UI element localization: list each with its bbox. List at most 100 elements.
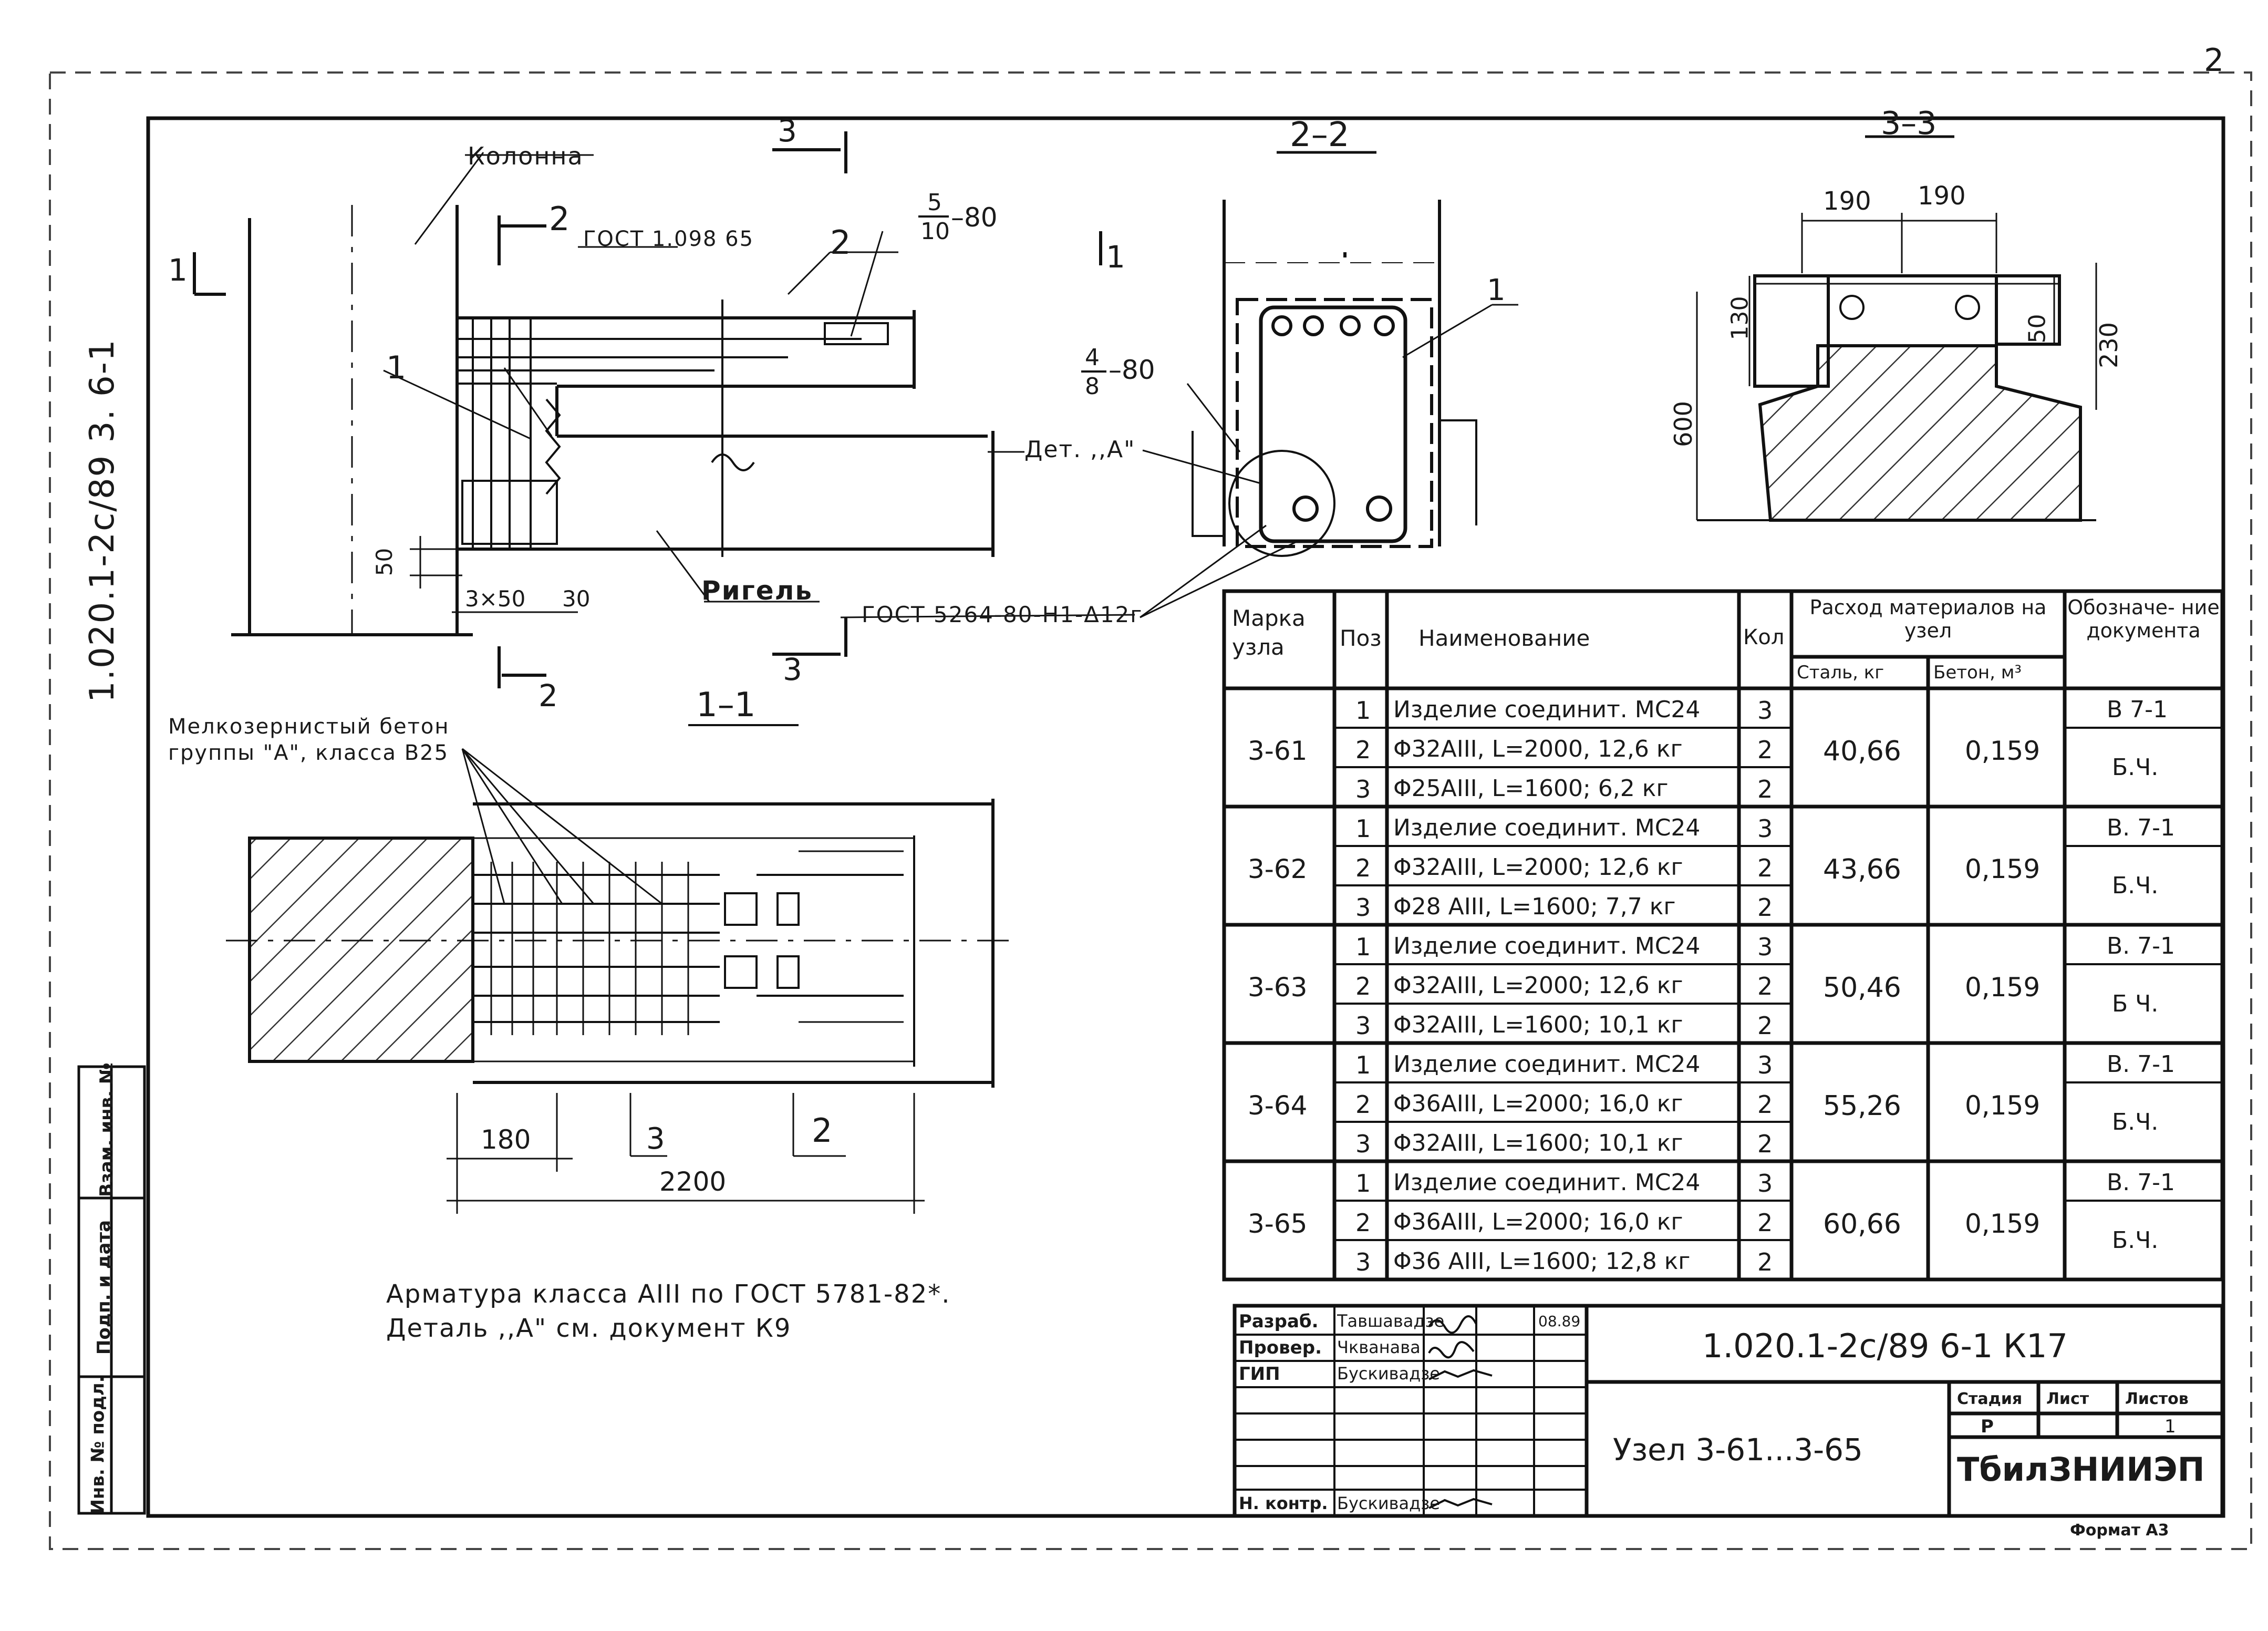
position-mark-3-plan: 3: [646, 1122, 665, 1156]
dim-600: 600: [1669, 401, 1697, 447]
tb-name-4: Бускивадзе: [1337, 1493, 1440, 1513]
row-kol: 3: [1757, 933, 1773, 961]
note-line-1: Арматура класса АIII по ГОСТ 5781-82*.: [386, 1279, 951, 1309]
row-poz: 3: [1355, 893, 1371, 922]
row-kol: 2: [1757, 1130, 1773, 1158]
row-beton: 0,159: [1965, 972, 2041, 1003]
tb-name-1: Тавшавадзе: [1337, 1311, 1445, 1331]
row-naim: Изделие соединит. МС24: [1393, 933, 1701, 959]
row-stal: 40,66: [1823, 736, 1901, 767]
th-stal: Сталь, кг: [1797, 662, 1884, 683]
row-poz: 1: [1355, 1051, 1371, 1079]
format-label: Формат А3: [2070, 1521, 2169, 1540]
label-kolonna: Колонна: [468, 142, 584, 170]
tb-doc-code: 1.020.1-2с/89 6-1 К17: [1702, 1327, 2068, 1365]
section-mark-2-mid: 2: [830, 223, 851, 262]
row-poz: 3: [1355, 1248, 1371, 1276]
tb-role-prover: Провер.: [1239, 1337, 1322, 1358]
row-kol: 2: [1757, 854, 1773, 882]
row-poz: 1: [1355, 933, 1371, 961]
tb-list-label: Лист: [2046, 1390, 2089, 1408]
row-naim: Φ36АIII, L=2000; 16,0 кг: [1393, 1209, 1683, 1235]
tb-name-3: Бускивадзе: [1337, 1364, 1440, 1384]
label-det-a: Дет. ,,А": [1024, 436, 1136, 463]
th-kol: Кол: [1743, 625, 1785, 649]
tb-org: ТбилЗНИИЭП: [1957, 1450, 2205, 1489]
note-line-2: Деталь ,,А" см. документ К9: [386, 1314, 792, 1343]
concrete-note-2: группы "А", класса В25: [168, 741, 449, 765]
dim-50b: 50: [2024, 314, 2051, 344]
row-kol: 2: [1757, 1209, 1773, 1237]
row-naim: Φ28 АIII, L=1600; 7,7 кг: [1393, 893, 1676, 920]
row-poz: 1: [1355, 696, 1371, 725]
row-marka: 3-62: [1248, 854, 1308, 884]
position-mark-1-22: 1: [1487, 273, 1506, 307]
side-stamp-podp-data: Подп. и дата: [94, 1220, 115, 1355]
label-gost-1098: ГОСТ 1.098 65: [583, 227, 754, 251]
frac-4: 4: [1085, 344, 1100, 371]
frac-5: 5: [927, 189, 942, 216]
row-poz: 2: [1355, 1090, 1371, 1119]
row-doc1: В. 7-1: [2107, 814, 2176, 841]
frac-tail-80a: –80: [951, 202, 998, 233]
label-rigel: Ригель: [701, 575, 813, 606]
row-doc1: В 7-1: [2107, 696, 2168, 723]
dim-230: 230: [2094, 322, 2123, 368]
row-stal: 60,66: [1823, 1209, 1901, 1240]
tb-node-title: Узел 3-61...3-65: [1613, 1432, 1863, 1468]
outer-trim-frame: [49, 71, 2252, 1550]
row-kol: 2: [1757, 1248, 1773, 1276]
row-doc2: Б.Ч.: [2112, 1109, 2159, 1135]
row-beton: 0,159: [1965, 1090, 2041, 1121]
tb-role-razrab: Разраб.: [1239, 1311, 1319, 1332]
section-mark-2-left: 2: [549, 200, 570, 238]
dim-180: 180: [481, 1124, 531, 1155]
spec-table-grid: [1222, 589, 2224, 1282]
dim-190: 190: [1823, 187, 1871, 216]
row-kol: 3: [1757, 814, 1773, 843]
side-stamp: [77, 1065, 146, 1515]
row-poz: 1: [1355, 814, 1371, 843]
row-kol: 3: [1757, 1169, 1773, 1198]
tb-date: 08.89: [1538, 1313, 1581, 1330]
row-naim: Изделие соединит. МС24: [1393, 1169, 1701, 1196]
row-poz: 2: [1355, 972, 1371, 1000]
tb-role-gip: ГИП: [1239, 1364, 1280, 1385]
section-mark-2-bottom: 2: [538, 678, 558, 714]
sheet-corner-mark: 2: [2204, 42, 2224, 79]
tb-listov: 1: [2165, 1416, 2176, 1437]
row-doc1: В. 7-1: [2107, 933, 2176, 959]
tb-stadiya-label: Стадия: [1957, 1390, 2023, 1408]
row-doc2: Б.Ч.: [2112, 754, 2159, 781]
side-stamp-inv-podl: Инв. № подл.: [87, 1376, 109, 1514]
section-2-2: [1140, 151, 1518, 618]
row-doc2: Б.Ч.: [2112, 872, 2159, 899]
section-1-1: [226, 724, 1014, 1214]
frac-tail-80b: –80: [1109, 355, 1155, 385]
row-kol: 2: [1757, 972, 1773, 1000]
row-kol: 3: [1757, 696, 1773, 725]
row-naim: Φ36 АIII, L=1600; 12,8 кг: [1393, 1248, 1691, 1275]
section-3-3: [1696, 135, 2097, 522]
frac-bar-1: [918, 215, 949, 218]
elevation-view: [193, 131, 1135, 688]
dim-3x50: 3×50: [465, 586, 526, 612]
row-poz: 3: [1355, 1011, 1371, 1040]
row-naim: Φ32АIII, L=2000; 12,6 кг: [1393, 854, 1683, 881]
section-mark-1-right: 1: [1106, 239, 1125, 275]
dim-50: 50: [371, 548, 398, 576]
frac-10: 10: [920, 218, 950, 245]
tb-stadiya: Р: [1981, 1416, 1994, 1437]
dim-190b: 190: [1918, 181, 1966, 211]
row-kol: 2: [1757, 1090, 1773, 1119]
th-marka: Марка узла: [1232, 605, 1306, 660]
row-doc1: В. 7-1: [2107, 1169, 2176, 1196]
row-naim: Φ32АIII, L=1600; 10,1 кг: [1393, 1130, 1683, 1157]
row-poz: 2: [1355, 854, 1371, 882]
row-doc2: Б Ч.: [2112, 990, 2159, 1017]
row-doc2: Б.Ч.: [2112, 1227, 2159, 1254]
row-poz: 2: [1355, 1209, 1371, 1237]
row-kol: 3: [1757, 1051, 1773, 1079]
row-naim: Φ25АIII, L=1600; 6,2 кг: [1393, 775, 1669, 802]
